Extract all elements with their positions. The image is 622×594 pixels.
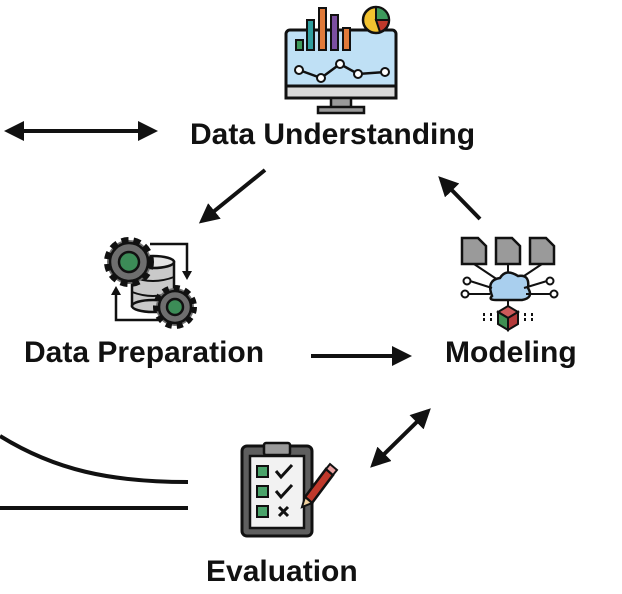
network-model-icon xyxy=(460,236,559,332)
stage-label-data-preparation: Data Preparation xyxy=(24,336,265,369)
arrow-modeling-to-understanding xyxy=(438,176,482,221)
stage-label-modeling: Modeling xyxy=(445,336,577,369)
stage-label-data-understanding: Data Understanding xyxy=(190,118,476,151)
monitor-chart-icon xyxy=(284,5,398,115)
arrow-understanding-to-preparation xyxy=(198,168,267,224)
arrow-modeling-evaluation-double xyxy=(370,408,431,468)
clipboard-checklist-icon xyxy=(240,441,339,538)
gears-database-icon xyxy=(104,237,197,329)
stage-label-evaluation: Evaluation xyxy=(206,555,358,588)
curve-upper-left xyxy=(0,434,189,484)
